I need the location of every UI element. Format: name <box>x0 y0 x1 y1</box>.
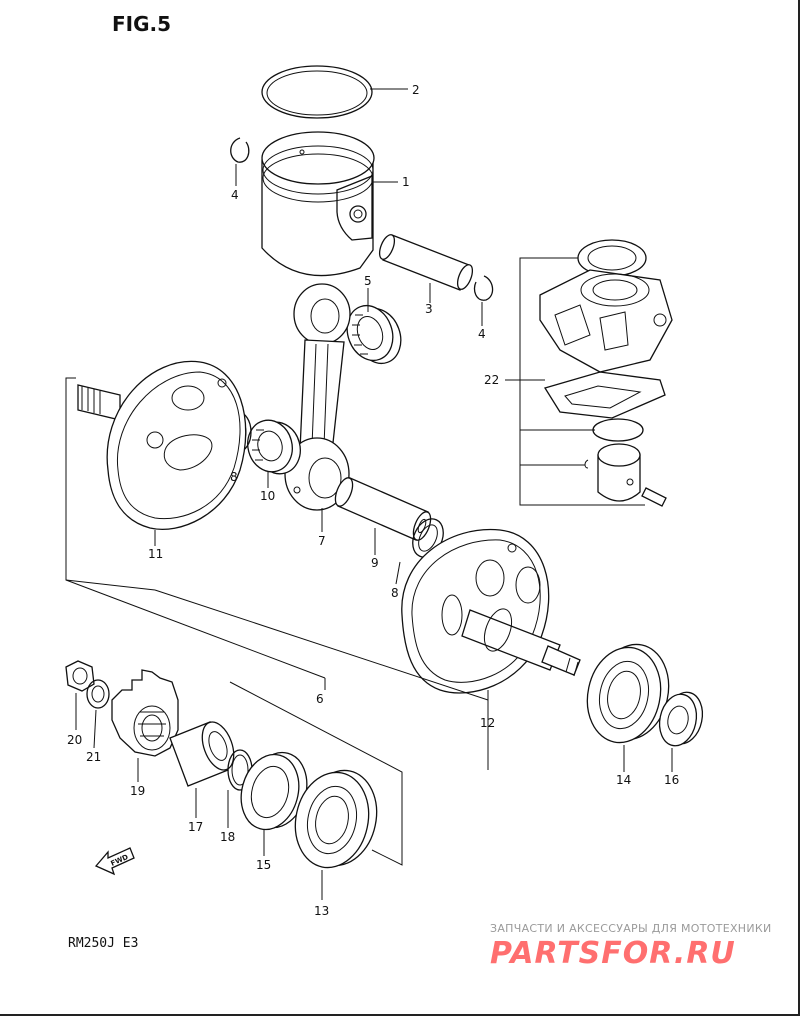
gasket-set-circlip[interactable] <box>584 459 589 469</box>
cylinder-base-gasket[interactable] <box>543 371 666 419</box>
callout-6: 6 <box>316 692 324 706</box>
gasket-set-piston[interactable] <box>597 443 641 502</box>
crankshaft-bearing-left[interactable] <box>287 764 385 875</box>
crankshaft-right-half[interactable] <box>401 528 581 694</box>
callout-7: 7 <box>318 534 326 548</box>
callout-9: 9 <box>371 556 379 570</box>
crankshaft-nut[interactable] <box>65 660 95 692</box>
cylinder-part[interactable] <box>539 269 673 373</box>
piston-pin-circlip-left[interactable] <box>230 137 250 163</box>
callout-21: 21 <box>86 750 101 764</box>
crankshaft-spacer[interactable] <box>169 718 240 787</box>
callout-12: 12 <box>480 716 495 730</box>
callout-13: 13 <box>314 904 329 918</box>
piston-pin-part[interactable] <box>377 233 476 292</box>
figure-title: FIG.5 <box>112 12 172 36</box>
callout-20: 20 <box>67 733 82 747</box>
callout-10: 10 <box>260 489 275 503</box>
callout-22: 22 <box>484 373 499 387</box>
gasket-set-bracket <box>505 257 645 506</box>
piston-part[interactable] <box>261 131 375 277</box>
callout-14: 14 <box>616 773 631 787</box>
crankshaft-bearing-right[interactable] <box>579 638 677 750</box>
callout-11: 11 <box>148 547 163 561</box>
crankshaft-oil-seal-left[interactable] <box>233 746 315 836</box>
gasket-set-piston-ring[interactable] <box>592 418 644 442</box>
crank-pin-part[interactable] <box>332 475 434 542</box>
gasket-set-piston-pin[interactable] <box>641 487 667 507</box>
callout-15: 15 <box>256 858 271 872</box>
crankshaft-assembly-bracket <box>65 377 489 770</box>
callout-18: 18 <box>220 830 235 844</box>
callout-1: 1 <box>402 175 410 189</box>
crankshaft-washer[interactable] <box>86 679 110 709</box>
lower-assembly-frame <box>229 681 403 866</box>
callout-3: 3 <box>425 302 433 316</box>
callout-2: 2 <box>412 83 420 97</box>
callout-16: 16 <box>664 773 679 787</box>
big-end-needle-bearing[interactable] <box>242 415 306 479</box>
fwd-arrow-icon: FWD <box>94 847 135 876</box>
callout-17: 17 <box>188 820 203 834</box>
watermark-logo: PARTSFOR.RU <box>490 936 736 971</box>
primary-drive-gear[interactable] <box>111 669 179 757</box>
piston-pin-circlip-right[interactable] <box>473 275 494 301</box>
model-code: RM250J E3 <box>68 936 139 951</box>
connecting-rod-part[interactable] <box>284 283 351 511</box>
callout-4-upper: 4 <box>231 188 239 202</box>
watermark-tagline: ЗАПЧАСТИ И АКСЕССУАРЫ ДЛЯ МОТОТЕХНИКИ <box>490 922 772 935</box>
piston-ring-part[interactable] <box>261 65 373 119</box>
callout-8-left: 8 <box>230 470 238 484</box>
callout-8-right: 8 <box>391 586 399 600</box>
crankshaft-left-half[interactable] <box>77 360 247 530</box>
small-end-needle-bearing[interactable] <box>340 299 408 370</box>
crankshaft-oil-seal-right[interactable] <box>655 689 707 749</box>
callout-5: 5 <box>364 274 372 288</box>
callout-4-right: 4 <box>478 327 486 341</box>
callout-19: 19 <box>130 784 145 798</box>
